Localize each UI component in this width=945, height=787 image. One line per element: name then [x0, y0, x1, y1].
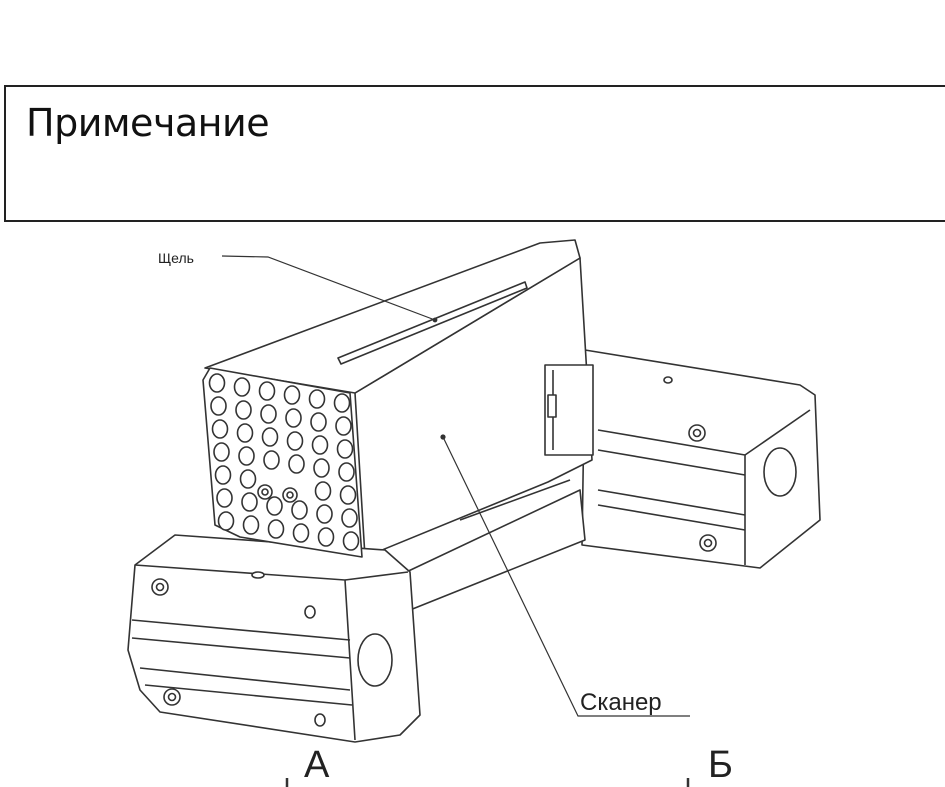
- plate-hole: [239, 469, 257, 489]
- plate-hole: [214, 465, 232, 485]
- plate-hole: [317, 527, 335, 547]
- plate-hole: [283, 385, 301, 405]
- plate-hole: [216, 488, 233, 508]
- plate-hole: [236, 423, 254, 443]
- plate-hole: [217, 511, 235, 531]
- plate-hole: [338, 462, 355, 482]
- plate-hole: [314, 481, 332, 501]
- plate-hole: [233, 377, 251, 397]
- slit: [337, 281, 528, 365]
- plate-hole: [342, 531, 360, 551]
- plate-hole: [335, 416, 352, 436]
- plate-hole: [310, 412, 327, 432]
- plate-hole: [266, 496, 283, 516]
- plate-hole: [261, 427, 279, 447]
- plate-hole: [235, 400, 252, 420]
- scanner-front-plate: [202, 367, 363, 558]
- plate-hole: [263, 450, 280, 470]
- plate-hole: [336, 439, 354, 459]
- plate-hole: [285, 408, 302, 428]
- plate-hole: [238, 446, 255, 466]
- view-a-label: А: [304, 744, 330, 786]
- plate-hole: [208, 373, 226, 393]
- scanner-label: Сканер: [580, 689, 662, 716]
- plate-hole: [260, 404, 277, 424]
- plate-hole: [308, 389, 326, 409]
- note-title: Примечание: [26, 101, 270, 145]
- plate-hole: [288, 454, 305, 474]
- plate-hole: [211, 419, 229, 439]
- rail-block-a: [127, 534, 421, 743]
- plate-hole: [292, 523, 310, 543]
- plate-hole: [267, 519, 285, 539]
- plate-hole: [333, 393, 351, 413]
- slit-leader: [221, 255, 436, 321]
- plate-hole: [210, 396, 227, 416]
- scanner-leader: [442, 436, 690, 717]
- note-box: Примечание: [4, 85, 945, 222]
- plate-hole: [242, 515, 260, 535]
- plate-hole: [316, 504, 333, 524]
- plate-hole: [286, 431, 304, 451]
- scanner-body: [204, 239, 594, 558]
- rail-block-b: [581, 349, 821, 569]
- plate-hole: [341, 508, 358, 528]
- plate-hole: [291, 500, 308, 520]
- plate-hole: [258, 381, 276, 401]
- plate-hole: [213, 442, 230, 462]
- plate-holes: [208, 373, 360, 551]
- slit-label: Щель: [158, 250, 194, 266]
- plate-hole: [339, 485, 357, 505]
- plate-hole: [241, 492, 258, 512]
- view-b-label: Б: [708, 744, 733, 786]
- plate-hole: [311, 435, 329, 455]
- plate-hole: [313, 458, 330, 478]
